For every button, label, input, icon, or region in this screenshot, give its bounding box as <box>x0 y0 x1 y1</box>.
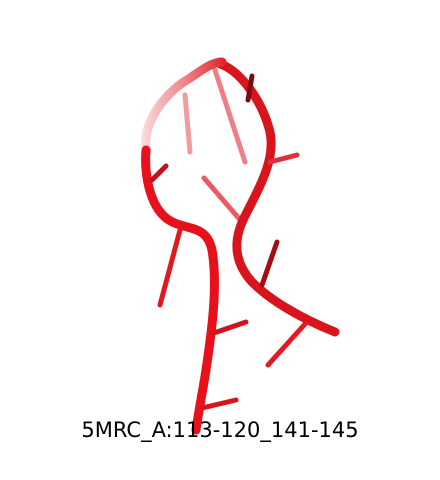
base-stick <box>259 239 280 288</box>
backbone-segment <box>213 58 340 337</box>
backbone-segment <box>141 57 227 157</box>
base-stick <box>201 175 245 225</box>
base-stick <box>182 92 193 155</box>
base-stick <box>199 397 239 411</box>
base-stick <box>245 73 255 103</box>
base-sticks-left <box>149 163 249 411</box>
base-sticks-back <box>182 67 248 225</box>
base-stick <box>149 163 169 183</box>
base-stick <box>212 67 248 165</box>
backbone-right-strand <box>213 58 340 337</box>
base-sticks-right <box>245 73 308 368</box>
structure-caption: 5MRC_A:113-120_141-145 <box>81 418 359 442</box>
base-stick <box>267 152 300 165</box>
backbone-segment <box>141 145 219 435</box>
base-stick <box>211 319 249 336</box>
base-stick <box>157 227 183 308</box>
backbone-loop <box>141 57 227 157</box>
base-stick <box>265 321 308 368</box>
backbone-left-strand <box>141 145 219 435</box>
